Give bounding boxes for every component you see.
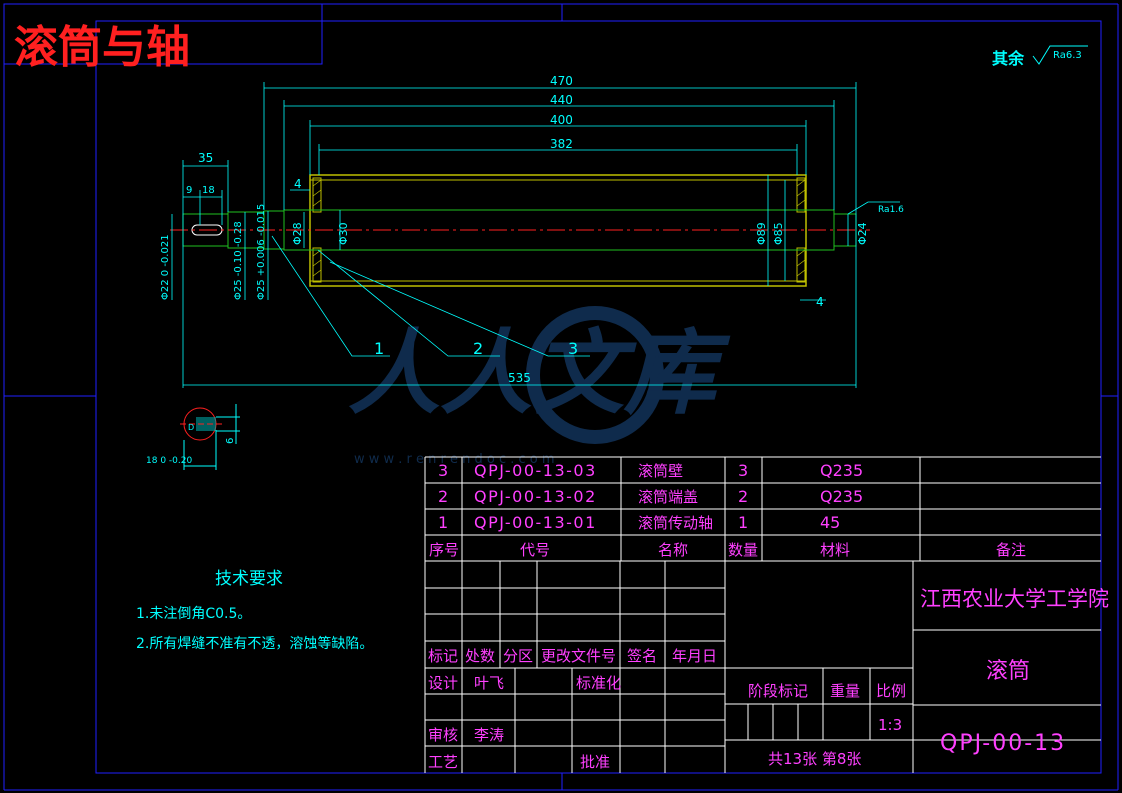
- titleblock-grid: [425, 561, 1101, 773]
- tb-part-name: 滚筒: [986, 659, 1030, 684]
- watermark-text: 人人文库: [348, 320, 731, 427]
- dim-400: 400: [550, 113, 573, 127]
- section-view: 18 0 -0.20 6 D: [146, 404, 240, 470]
- bom-header-no: 序号: [429, 541, 459, 559]
- dim-phi22: Φ22 0 -0.021: [160, 234, 171, 300]
- tb-stage: 阶段标记: [748, 682, 808, 700]
- tb-standard: 标准化: [576, 674, 621, 692]
- dim-535: 535: [508, 371, 531, 385]
- roughness-value: Ra6.3: [1053, 50, 1082, 61]
- dimension-texts: 470 440 400 382 535 35 9 18 4 4 Φ89 Φ85 …: [160, 74, 904, 385]
- bom-mat-2: Q235: [820, 487, 863, 506]
- titleblock-texts: 标记 处数 分区 更改文件号 签名 年月日 设计 叶飞 标准化 阶段标记 重量 …: [428, 587, 1109, 771]
- tb-sheets: 共13张 第8张: [768, 750, 861, 768]
- roughness-label: 其余: [992, 49, 1025, 68]
- bom-header-qty: 数量: [728, 541, 758, 559]
- section-d: D: [188, 423, 194, 432]
- callout-3: 3: [568, 339, 578, 358]
- tb-process: 工艺: [428, 753, 458, 771]
- bom-header-name: 名称: [658, 541, 688, 559]
- tb-designer: 叶飞: [474, 674, 504, 692]
- bom-no-2: 2: [438, 487, 448, 506]
- tb-weight: 重量: [830, 682, 860, 700]
- tech-heading: 技术要求: [215, 569, 283, 589]
- dim-440: 440: [550, 93, 573, 107]
- tb-count: 处数: [465, 647, 495, 665]
- dim-phi28: Φ28: [291, 222, 304, 245]
- callout-1: 1: [374, 339, 384, 358]
- watermark: 人人文库 w w w . r e n r e n d o c . c o m: [348, 306, 731, 467]
- bom-mat-1: 45: [820, 513, 840, 532]
- bom-header-remark: 备注: [996, 541, 1026, 559]
- page-title: 滚筒与轴: [14, 22, 190, 73]
- bom-code-2: QPJ-00-13-02: [474, 487, 597, 506]
- tech-item-1: 1.未注倒角C0.5。: [136, 606, 251, 622]
- dim-phi85: Φ85: [772, 222, 785, 245]
- bom-name-2: 滚筒端盖: [638, 488, 698, 506]
- dim-9: 9: [186, 185, 192, 196]
- bom-code-3: QPJ-00-13-03: [474, 461, 597, 480]
- dim-phi30: Φ30: [337, 222, 350, 245]
- bom-qty-2: 2: [738, 487, 748, 506]
- bom-no-1: 1: [438, 513, 448, 532]
- bom-rows: 3 QPJ-00-13-03 滚筒壁 3 Q235 2 QPJ-00-13-02…: [429, 461, 1026, 559]
- bom-mat-3: Q235: [820, 461, 863, 480]
- bom-name-1: 滚筒传动轴: [638, 514, 713, 532]
- tech-requirements: 技术要求 1.未注倒角C0.5。 2.所有焊缝不准有不透，溶蚀等缺陷。: [136, 569, 373, 652]
- tech-item-2: 2.所有焊缝不准有不透，溶蚀等缺陷。: [136, 635, 373, 652]
- tb-school: 江西农业大学工学院: [920, 587, 1109, 611]
- watermark-url: w w w . r e n r e n d o c . c o m: [354, 452, 555, 467]
- section-18: 18 0 -0.20: [146, 456, 192, 466]
- tb-review: 审核: [428, 726, 458, 744]
- bom-header-code: 代号: [520, 541, 550, 559]
- bom-qty-3: 3: [738, 461, 748, 480]
- dimensions: [171, 82, 900, 388]
- bom-header-material: 材料: [820, 541, 850, 559]
- roughness-shaft: Ra1.6: [878, 205, 904, 215]
- bom-code-1: QPJ-00-13-01: [474, 513, 597, 532]
- tb-scale-value: 1:3: [878, 716, 902, 734]
- tb-approve: 批准: [580, 753, 610, 771]
- bom-name-3: 滚筒壁: [638, 462, 683, 480]
- dim-35: 35: [198, 151, 213, 165]
- tb-drawing-no: QPJ-00-13: [940, 731, 1066, 756]
- bom-no-3: 3: [438, 461, 448, 480]
- tb-sign: 签名: [627, 647, 657, 665]
- shaft-drawing: [170, 174, 870, 287]
- tb-design: 设计: [428, 674, 458, 692]
- callouts: 1 2 3: [374, 339, 578, 358]
- dim-4a: 4: [294, 177, 302, 191]
- dim-382: 382: [550, 137, 573, 151]
- dim-phi25b: Φ25 +0.006 -0.015: [256, 204, 267, 300]
- tb-zone: 分区: [503, 647, 533, 665]
- tb-change-doc: 更改文件号: [541, 647, 616, 665]
- drawing-frame: [3, 3, 1119, 791]
- tb-reviewer: 李涛: [474, 726, 504, 744]
- dim-phi89: Φ89: [755, 222, 768, 245]
- roughness-note: 其余 Ra6.3: [992, 45, 1088, 68]
- bom-qty-1: 1: [738, 513, 748, 532]
- dim-4b: 4: [816, 295, 824, 309]
- callout-2: 2: [473, 339, 483, 358]
- tb-date: 年月日: [672, 647, 717, 665]
- tb-mark: 标记: [428, 647, 458, 665]
- section-6: 6: [225, 438, 236, 444]
- tb-scale: 比例: [876, 682, 906, 700]
- dim-phi24: Φ24: [856, 222, 869, 245]
- dim-470: 470: [550, 74, 573, 88]
- dim-18: 18: [202, 185, 215, 196]
- dim-phi25a: Φ25 -0.10 -0.28: [233, 221, 244, 300]
